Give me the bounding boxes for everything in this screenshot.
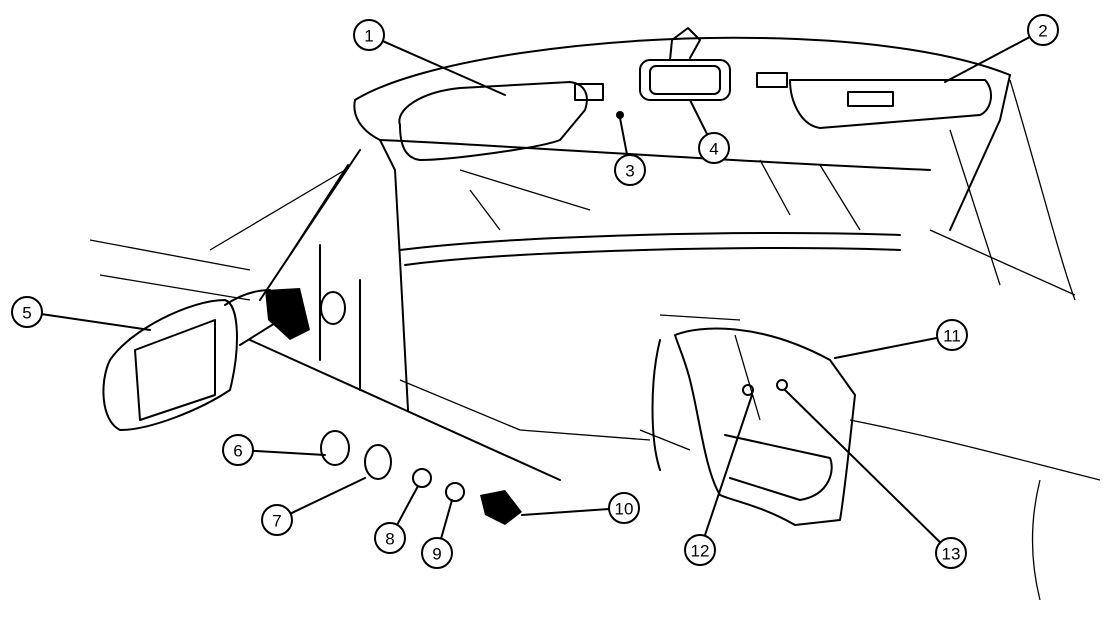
kick-panel [651, 327, 856, 526]
callout-4: 4 [689, 99, 730, 164]
callout-1: 1 [353, 19, 506, 96]
callout-circle [222, 434, 254, 466]
callout-number: 9 [432, 545, 441, 564]
callout-number: 7 [272, 512, 281, 531]
leader-line [703, 394, 753, 537]
callout-circle [614, 154, 646, 186]
callout-number: 2 [1038, 22, 1047, 41]
callout-circle [11, 296, 43, 328]
callout-number: 3 [625, 162, 634, 181]
leader-line [251, 449, 326, 456]
leader-line [944, 36, 1031, 83]
windshield-frame [89, 36, 1101, 601]
leader-line [689, 99, 709, 136]
callout-circle [698, 132, 730, 164]
callout-7: 7 [261, 477, 366, 536]
callout-9: 9 [421, 499, 453, 569]
callout-number: 1 [364, 27, 373, 46]
leader-line [381, 40, 506, 96]
sun-visor-left [398, 81, 624, 161]
callout-circle [421, 537, 453, 569]
callout-number: 6 [233, 442, 242, 461]
callout-number: 11 [943, 327, 961, 346]
leader-line [834, 336, 939, 359]
callout-2: 2 [944, 14, 1059, 83]
sun-visor-right [756, 72, 992, 129]
outside-mirror [102, 288, 346, 431]
callout-number: 5 [22, 304, 31, 323]
leader-line [784, 389, 942, 544]
callout-circle [353, 19, 385, 51]
callout-circle [374, 522, 406, 554]
callout-circle [936, 319, 968, 351]
callout-8: 8 [374, 485, 419, 554]
callout-12: 12 [684, 394, 753, 566]
callout-3: 3 [614, 117, 646, 186]
rear-view-mirror [639, 27, 731, 101]
leader-line [396, 485, 419, 526]
callout-circle [935, 537, 967, 569]
leader-line [521, 508, 611, 516]
mirror-hardware [320, 430, 522, 525]
callout-circle [608, 492, 640, 524]
callout-number: 8 [385, 530, 394, 549]
leader-line [289, 477, 366, 515]
callout-number: 4 [709, 140, 718, 159]
callout-number: 10 [615, 500, 634, 519]
callout-circle [684, 534, 716, 566]
leader-line [619, 117, 629, 157]
callout-13: 13 [784, 389, 967, 569]
leader-line [40, 313, 151, 331]
callout-circle [261, 504, 293, 536]
callout-number: 13 [942, 545, 961, 564]
callout-circle [1027, 14, 1059, 46]
callout-11: 11 [834, 319, 968, 359]
callout-6: 6 [222, 434, 326, 466]
callout-number: 12 [691, 542, 710, 561]
callout-5: 5 [11, 296, 151, 331]
callout-10: 10 [521, 492, 640, 524]
leader-line [440, 499, 453, 540]
